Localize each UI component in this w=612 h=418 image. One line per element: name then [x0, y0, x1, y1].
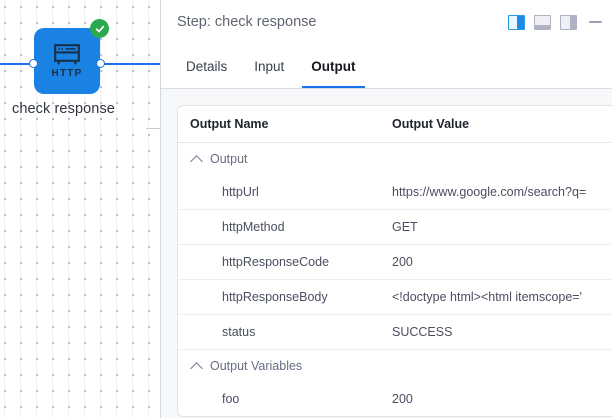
table-row: foo 200: [178, 382, 612, 416]
chevron-up-icon: [190, 361, 203, 375]
workflow-node-check-response[interactable]: HTTP: [29, 19, 109, 94]
node-body[interactable]: HTTP: [34, 28, 100, 94]
group-label: Output Variables: [210, 359, 303, 373]
table-row: httpResponseBody <!doctype html><html it…: [178, 279, 612, 315]
row-value: <!doctype html><html itemscope=': [392, 279, 612, 315]
row-name: httpMethod: [178, 209, 392, 245]
step-details-panel: Step: check response Details Input Outpu…: [160, 0, 612, 418]
node-label: check response: [12, 101, 115, 117]
row-value: GET: [392, 209, 612, 245]
minimize-icon[interactable]: [589, 20, 602, 24]
layout-split-right-icon[interactable]: [508, 14, 525, 30]
column-header-output-value: Output Value: [392, 106, 612, 143]
group-toggle-output[interactable]: Output: [178, 152, 612, 168]
row-name: status: [178, 314, 392, 350]
http-window-icon: [52, 43, 82, 67]
check-circle-icon: [90, 19, 109, 38]
row-name: foo: [222, 392, 240, 406]
tab-output[interactable]: Output: [302, 44, 365, 88]
tab-details[interactable]: Details: [186, 58, 228, 74]
node-input-port[interactable]: [29, 59, 38, 68]
panel-tabs: Details Input Output: [161, 44, 612, 89]
page-title: Step: check response: [177, 14, 317, 30]
table-row: status SUCCESS: [178, 314, 612, 350]
group-toggle-output-variables[interactable]: Output Variables: [178, 359, 612, 375]
layout-split-bottom-icon[interactable]: [534, 14, 551, 30]
tab-input[interactable]: Input: [254, 58, 285, 74]
row-value: 200: [392, 392, 413, 406]
output-table-card: Output Name Output Value Output: [177, 105, 612, 417]
output-table: Output Name Output Value Output: [178, 106, 612, 416]
table-group-row[interactable]: Output: [178, 143, 612, 176]
node-output-port[interactable]: [96, 59, 105, 68]
panel-header: Step: check response: [161, 0, 612, 44]
group-label: Output: [210, 152, 248, 166]
row-name: httpUrl: [178, 175, 392, 210]
table-group-row[interactable]: Output Variables: [178, 350, 612, 383]
chevron-up-icon: [190, 154, 203, 168]
panel-header-actions: [508, 14, 602, 30]
row-value: 200: [392, 244, 612, 280]
canvas-divider: [146, 128, 160, 129]
table-header-row: Output Name Output Value: [178, 106, 612, 143]
table-row: httpUrl https://www.google.com/search?q=: [178, 175, 612, 210]
row-value: SUCCESS: [392, 314, 612, 350]
workflow-canvas[interactable]: HTTP check response: [0, 0, 160, 418]
column-header-output-name: Output Name: [178, 106, 392, 143]
row-value: https://www.google.com/search?q=: [392, 175, 612, 210]
layout-side-panel-icon[interactable]: [560, 14, 577, 30]
table-row: httpResponseCode 200: [178, 244, 612, 280]
row-name: httpResponseCode: [178, 244, 392, 280]
row-name: httpResponseBody: [178, 279, 392, 315]
node-icon-label: HTTP: [51, 68, 83, 79]
table-row: httpMethod GET: [178, 209, 612, 245]
panel-body: Output Name Output Value Output: [161, 89, 612, 418]
